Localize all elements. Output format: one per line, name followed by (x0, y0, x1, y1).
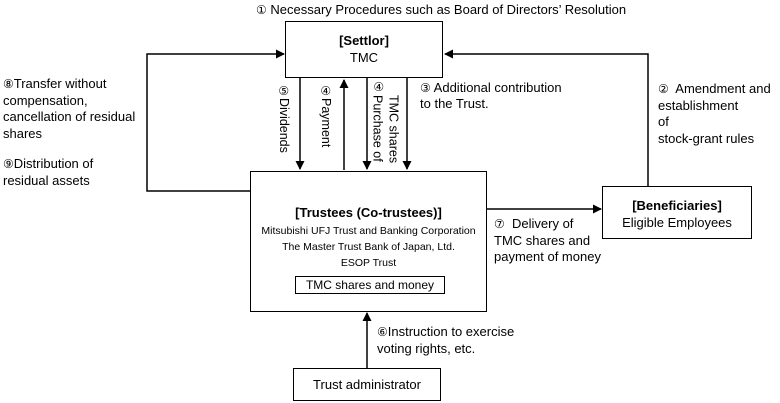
trust-assets-label: TMC shares and money (305, 278, 435, 292)
step4b-label: ④ (371, 80, 387, 94)
settlor-title: [Settlor] (339, 33, 389, 48)
step4a-label: ④Payment (318, 84, 333, 147)
arrow-rules-to-settlor (444, 49, 649, 186)
step9-number: ⑨ (3, 157, 14, 171)
step3-line2: to the Trust. (420, 96, 489, 112)
step4b-num-col: TMC shares (386, 95, 400, 163)
step1-label: ① Necessary Procedures such as Board of … (256, 2, 626, 18)
step8-label: ⑧Transfer without compensation, cancella… (3, 76, 135, 143)
trustees-box: [Trustees (Co-trustees)] Mitsubishi UFJ … (250, 171, 487, 312)
trustee-member-1: Mitsubishi UFJ Trust and Banking Corpora… (261, 225, 476, 237)
step6-number: ⑥ (377, 325, 388, 339)
step2-line2: establishment (658, 97, 739, 113)
step6-line2: voting rights, etc. (377, 340, 476, 356)
trustee-member-2: The Master Trust Bank of Japan, Ltd. (282, 241, 455, 253)
beneficiaries-name: Eligible Employees (622, 215, 732, 230)
settlor-box: [Settlor] TMC (285, 21, 443, 78)
step7-line1: Delivery of (512, 216, 574, 231)
step3-line1: Additional contribution (433, 80, 562, 95)
trust-assets-box: TMC shares and money (295, 276, 445, 294)
step2-label: ② Amendment and establishment of stock-g… (658, 81, 771, 148)
step5-label: ⑤Dividends (276, 84, 291, 153)
step5-number: ⑤ (276, 84, 291, 98)
step7-line3: payment of money (494, 249, 601, 265)
step4b-line2: TMC shares (386, 95, 401, 164)
step8-line3: cancellation of residual (3, 109, 136, 125)
step2-line3: of (658, 114, 669, 130)
trust-administrator-box: Trust administrator (293, 368, 441, 401)
step2-number: ② (658, 82, 669, 96)
step2-line1: Amendment and (675, 81, 771, 96)
trust-administrator-label: Trust administrator (313, 377, 421, 392)
settlor-name: TMC (349, 50, 379, 65)
step4b-line1: Purchase of (370, 95, 385, 162)
trustee-member-3: ESOP Trust (340, 257, 397, 269)
beneficiaries-title: [Beneficiaries] (632, 198, 722, 213)
step8-line2: compensation, (3, 92, 88, 108)
step4b-number: ④ (371, 80, 386, 94)
step4a-number: ④ (318, 84, 333, 98)
step9-line2: residual assets (3, 172, 90, 188)
step4a-text: Payment (318, 98, 333, 148)
step1-text: Necessary Procedures such as Board of Di… (270, 2, 627, 17)
trustees-title: [Trustees (Co-trustees)] (295, 205, 442, 220)
step2-line4: stock-grant rules (658, 130, 755, 146)
step9-label: ⑨Distribution of residual assets (3, 156, 93, 189)
beneficiaries-box: [Beneficiaries] Eligible Employees (602, 186, 752, 239)
step1-number: ① (256, 3, 267, 17)
step8-line4: shares (3, 125, 43, 141)
step6-label: ⑥Instruction to exercise voting rights, … (377, 324, 514, 357)
arrow-residual-to-settlor (146, 49, 285, 192)
step8-number: ⑧ (3, 77, 14, 91)
step7-line2: TMC shares and (494, 232, 591, 248)
step7-number: ⑦ (494, 217, 505, 231)
step3-number: ③ (420, 81, 431, 95)
step9-line1: Distribution of (13, 156, 94, 171)
step6-line1: Instruction to exercise (387, 324, 515, 339)
step5-text: Dividends (276, 98, 291, 153)
step3-label: ③ Additional contribution to the Trust. (420, 80, 562, 113)
step7-label: ⑦ Delivery of TMC shares and payment of … (494, 216, 601, 266)
step8-line1: Transfer without (13, 76, 107, 91)
step4b-text: Purchase of (370, 95, 384, 162)
